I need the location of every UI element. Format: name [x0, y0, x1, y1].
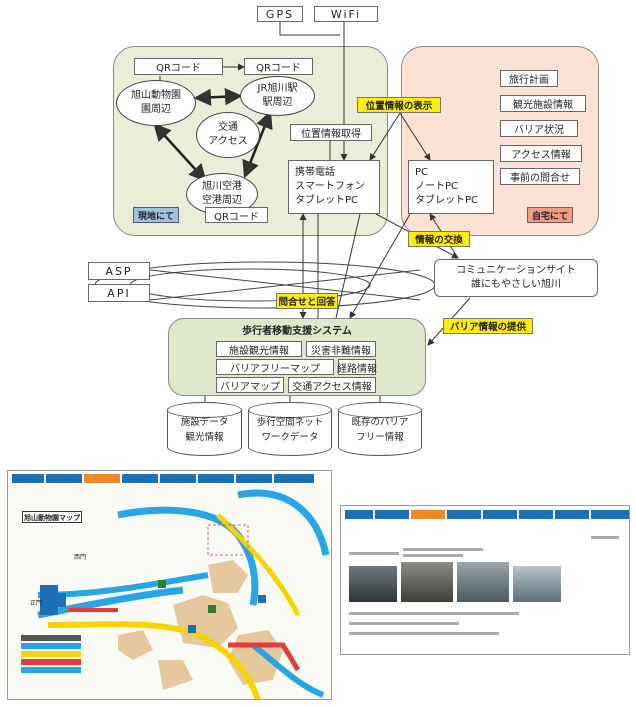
- jr-station-line1: JR旭川駅: [257, 83, 298, 94]
- qr-code-bottom: QRコード: [205, 207, 268, 223]
- photo-2: [401, 562, 453, 602]
- home-item-travel-plan: 旅行計画: [500, 70, 558, 87]
- api-box: API: [88, 284, 150, 302]
- onsite-label: 現地にて: [133, 207, 179, 223]
- nav-tab[interactable]: [483, 510, 517, 519]
- community-site-line1: コミュニケーションサイト: [456, 265, 576, 276]
- zoo-gate-line2: 園周辺: [141, 104, 171, 115]
- photo-text-line: [349, 632, 499, 635]
- photo-3: [457, 562, 509, 602]
- home-label: 自宅にて: [527, 207, 573, 223]
- database-walkway-network: 歩行空間ネット ワークデータ: [248, 402, 332, 456]
- callout-info-exchange: 情報の交換: [408, 231, 470, 247]
- callout-barrier-provision: バリア情報の提供: [443, 318, 533, 334]
- system-transport-access: 交通アクセス情報: [288, 377, 376, 393]
- transport-line2: アクセス: [208, 136, 248, 147]
- nav-tab[interactable]: [591, 510, 629, 519]
- db-facility-line2: 観光情報: [185, 432, 224, 443]
- home-item-inquiry: 事前の問合せ: [500, 168, 580, 185]
- community-site-box: コミュニケーションサイト 誰にもやさしい旭川: [434, 259, 598, 297]
- mobile-line2: スマートフォン: [295, 181, 365, 192]
- nav-tab[interactable]: [122, 474, 158, 483]
- callout-location-display: 位置情報の表示: [357, 97, 441, 113]
- system-barrier-map: バリアマップ: [216, 377, 284, 393]
- mobile-devices-box: 携帯電話 スマートフォン タブレットPC: [288, 160, 380, 214]
- transport-ellipse: 交通アクセス: [196, 112, 260, 158]
- map-main-gate-label: 正門: [30, 600, 43, 607]
- photo-caption-line: [403, 548, 483, 551]
- db-facility-line1: 施設データ: [180, 417, 229, 428]
- db-barrierfree-line2: フリー情報: [356, 432, 404, 443]
- photo-text-line: [349, 612, 519, 615]
- transport-line1: 交通: [218, 122, 238, 133]
- db-walkway-line1: 歩行空間ネット: [256, 417, 324, 428]
- wifi-box: WiFi: [314, 6, 378, 22]
- nav-tab[interactable]: [274, 474, 314, 483]
- mobile-line3: タブレットPC: [295, 195, 359, 206]
- nav-tab[interactable]: [46, 474, 82, 483]
- system-facility-tourism: 施設観光情報: [216, 341, 302, 357]
- photo-caption-line: [349, 552, 399, 555]
- qr-code-top-left: QRコード: [134, 58, 223, 75]
- photo-1: [349, 566, 397, 602]
- gps-box: GPS: [257, 6, 303, 22]
- home-item-barrier-status: バリア状況: [500, 120, 578, 137]
- nav-tab[interactable]: [236, 474, 272, 483]
- nav-tab[interactable]: [198, 474, 234, 483]
- home-item-facility-info: 観光施設情報: [500, 95, 586, 112]
- airport-line2: 空港周辺: [202, 195, 242, 206]
- pc-line2: ノートPC: [415, 181, 459, 192]
- callout-inquiry-answer: 問合せと回答: [276, 293, 338, 309]
- pc-line1: PC: [415, 167, 429, 178]
- pc-line3: タブレットPC: [415, 195, 479, 206]
- home-item-access-info: アクセス情報: [500, 145, 582, 162]
- jr-station-line2: 駅周辺: [262, 97, 293, 108]
- map-page-navbar: [12, 474, 328, 483]
- asp-box: ASP: [88, 262, 150, 280]
- system-title: 歩行者移動支援システム: [242, 326, 352, 337]
- photo-page-navbar: [345, 510, 629, 519]
- nav-tab[interactable]: [12, 474, 44, 483]
- mobile-line1: 携帯電話: [295, 167, 335, 178]
- photo-page-screenshot: [340, 505, 630, 655]
- nav-tab-active[interactable]: [411, 510, 445, 519]
- map-gate-label: 西門: [74, 554, 87, 561]
- nav-tab[interactable]: [555, 510, 589, 519]
- map-title-box: 旭山動物園マップ: [22, 511, 82, 523]
- zoo-gate-ellipse: 旭山動物園園周辺: [116, 80, 196, 126]
- location-acquire-box: 位置情報取得: [290, 124, 372, 141]
- nav-tab-active[interactable]: [84, 474, 120, 483]
- nav-tab[interactable]: [160, 474, 196, 483]
- nav-tab[interactable]: [519, 510, 553, 519]
- system-disaster-info: 災害非難情報: [306, 341, 376, 357]
- photo-text-line: [349, 622, 459, 625]
- zoo-gate-line1: 旭山動物園: [131, 90, 181, 101]
- nav-tab[interactable]: [345, 510, 373, 519]
- photo-caption-line: [403, 554, 463, 557]
- jr-station-ellipse: JR旭川駅駅周辺: [240, 76, 315, 116]
- photo-text-line: [591, 536, 619, 539]
- map-page-screenshot: 旭山動物園マップ 西門 正門: [7, 470, 332, 700]
- database-facility: 施設データ 観光情報: [167, 402, 242, 456]
- nav-tab[interactable]: [447, 510, 481, 519]
- qr-code-top-right: QRコード: [244, 58, 313, 75]
- db-barrierfree-line1: 既存のバリア: [351, 417, 409, 428]
- system-barrier-free-map: バリアフリーマップ: [216, 359, 334, 375]
- db-walkway-line2: ワークデータ: [261, 432, 319, 443]
- photo-4: [513, 566, 561, 602]
- database-barrier-free: 既存のバリア フリー情報: [338, 402, 422, 456]
- pc-devices-box: PC ノートPC タブレットPC: [408, 160, 494, 214]
- airport-line1: 旭川空港: [202, 181, 242, 192]
- community-site-line2: 誰にもやさしい旭川: [471, 279, 561, 290]
- nav-tab[interactable]: [375, 510, 409, 519]
- system-route-info: 経路情報: [337, 359, 377, 375]
